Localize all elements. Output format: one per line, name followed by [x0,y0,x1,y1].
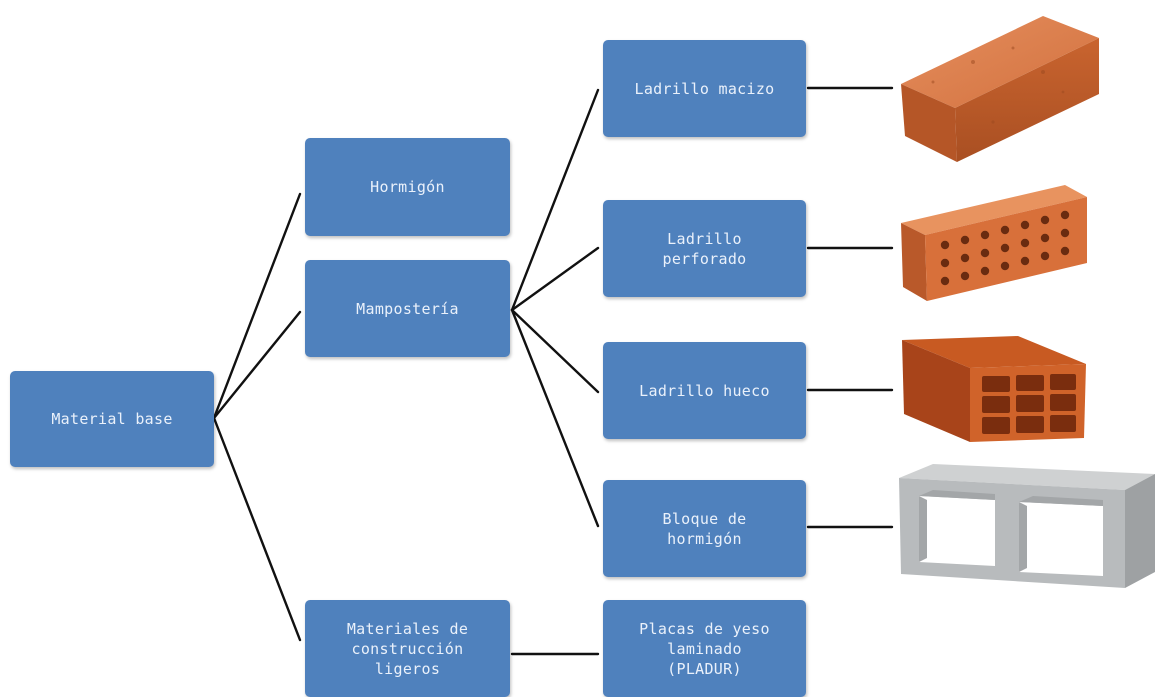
placas-yeso-box: Placas de yeso laminado (PLADUR) [603,600,806,697]
ladrillo-hueco-label: Ladrillo hueco [639,381,770,400]
mamposteria-label: Mampostería [356,299,459,318]
placas-yeso-label: Placas de yeso laminado (PLADUR) [639,619,770,678]
connector-root-hormigon [212,192,302,420]
ladrillo-hueco-box: Ladrillo hueco [603,342,806,439]
material-base-box: Material base [10,371,214,467]
connector-mamposteria-bloque [510,308,600,528]
solid-brick-image [901,16,1099,162]
connector-mamposteria-macizo [510,88,600,312]
connector-root-ligeros [212,416,302,642]
perforated-brick-image [901,185,1087,301]
hormigon-label: Hormigón [370,178,445,196]
hormigon-box: Hormigón [305,138,510,236]
connector-root-mamposteria [212,310,302,420]
ladrillo-perforado-label: Ladrillo perforado [662,229,747,268]
hollow-brick-image [902,336,1086,442]
materiales-ligeros-label: Materiales de construcción ligeros [346,619,469,678]
ladrillo-macizo-label: Ladrillo macizo [634,79,775,98]
ladrillo-macizo-box: Ladrillo macizo [603,40,806,137]
material-base-label: Material base [51,410,173,428]
ladrillo-perforado-box: Ladrillo perforado [603,200,806,297]
connector-mamposteria-hueco [510,308,600,394]
concrete-block-image [899,464,1155,588]
materiales-ligeros-box: Materiales de construcción ligeros [305,600,510,697]
bloque-hormigon-label: Bloque de hormigón [662,509,747,548]
connector-mamposteria-perforado [510,246,600,312]
mamposteria-box: Mampostería [305,260,510,357]
bloque-hormigon-box: Bloque de hormigón [603,480,806,577]
